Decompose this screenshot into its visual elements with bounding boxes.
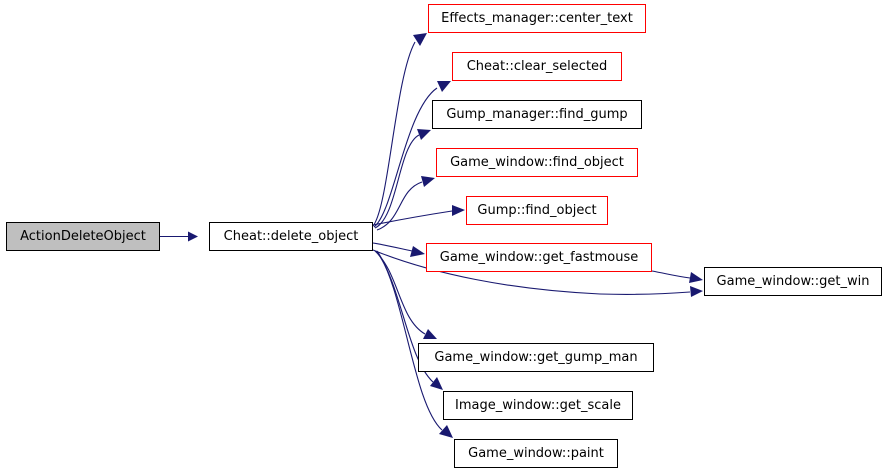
graph-node-label: Cheat::delete_object xyxy=(223,229,359,244)
graph-node-label: Game_window::paint xyxy=(468,446,604,461)
call-edge xyxy=(651,270,691,279)
graph-node-label: Effects_manager::center_text xyxy=(441,11,633,26)
arrowhead-icon xyxy=(452,205,465,216)
graph-node-label: Gump::find_object xyxy=(477,203,597,218)
arrowhead-icon xyxy=(410,246,425,257)
graph-node-label: Game_window::get_win xyxy=(716,274,870,289)
call-edge xyxy=(372,210,453,226)
call-edge xyxy=(374,250,426,335)
graph-node-cheat-delete-object[interactable]: Cheat::delete_object xyxy=(209,222,373,251)
arrowhead-icon xyxy=(437,81,451,92)
call-edge xyxy=(372,249,691,295)
graph-node-game-window-get-gump-man[interactable]: Game_window::get_gump_man xyxy=(418,343,654,372)
graph-node-label: Game_window::get_gump_man xyxy=(434,350,638,365)
arrowhead-icon xyxy=(413,33,427,46)
arrowhead-icon xyxy=(690,286,703,297)
graph-node-gump-manager-find-gump[interactable]: Gump_manager::find_gump xyxy=(432,100,642,129)
arrowhead-icon xyxy=(417,129,431,140)
graph-node-label: ActionDeleteObject xyxy=(20,229,146,244)
call-edge xyxy=(376,250,443,431)
graph-node-cheat-clear-selected[interactable]: Cheat::clear_selected xyxy=(452,52,622,81)
arrowhead-icon xyxy=(439,425,453,438)
arrowhead-icon xyxy=(423,329,437,339)
graph-node-game-window-paint[interactable]: Game_window::paint xyxy=(454,439,618,468)
arrowhead-icon xyxy=(689,272,703,283)
graph-node-game-window-find-object[interactable]: Game_window::find_object xyxy=(436,148,638,177)
graph-node-label: Cheat::clear_selected xyxy=(466,59,608,74)
graph-node-action-delete-object[interactable]: ActionDeleteObject xyxy=(6,222,160,251)
call-edge xyxy=(376,181,423,231)
arrowhead-icon xyxy=(430,377,443,390)
graph-node-gump-find-object[interactable]: Gump::find_object xyxy=(466,196,608,225)
graph-node-label: Game_window::get_fastmouse xyxy=(439,250,639,265)
graph-node-effects-manager-center-text[interactable]: Effects_manager::center_text xyxy=(428,4,646,33)
graph-node-game-window-get-win[interactable]: Game_window::get_win xyxy=(704,267,882,296)
call-edge xyxy=(374,134,420,229)
graph-node-label: Game_window::find_object xyxy=(450,155,624,170)
call-edge xyxy=(372,242,413,252)
call-edge xyxy=(373,87,438,228)
graph-node-image-window-get-scale[interactable]: Image_window::get_scale xyxy=(443,391,633,420)
arrowhead-icon xyxy=(188,231,198,242)
graph-node-game-window-get-fastmouse[interactable]: Game_window::get_fastmouse xyxy=(426,243,652,272)
arrowhead-icon xyxy=(421,176,435,187)
graph-node-label: Image_window::get_scale xyxy=(455,398,621,413)
call-edge xyxy=(372,41,416,227)
graph-node-label: Gump_manager::find_gump xyxy=(446,107,628,122)
